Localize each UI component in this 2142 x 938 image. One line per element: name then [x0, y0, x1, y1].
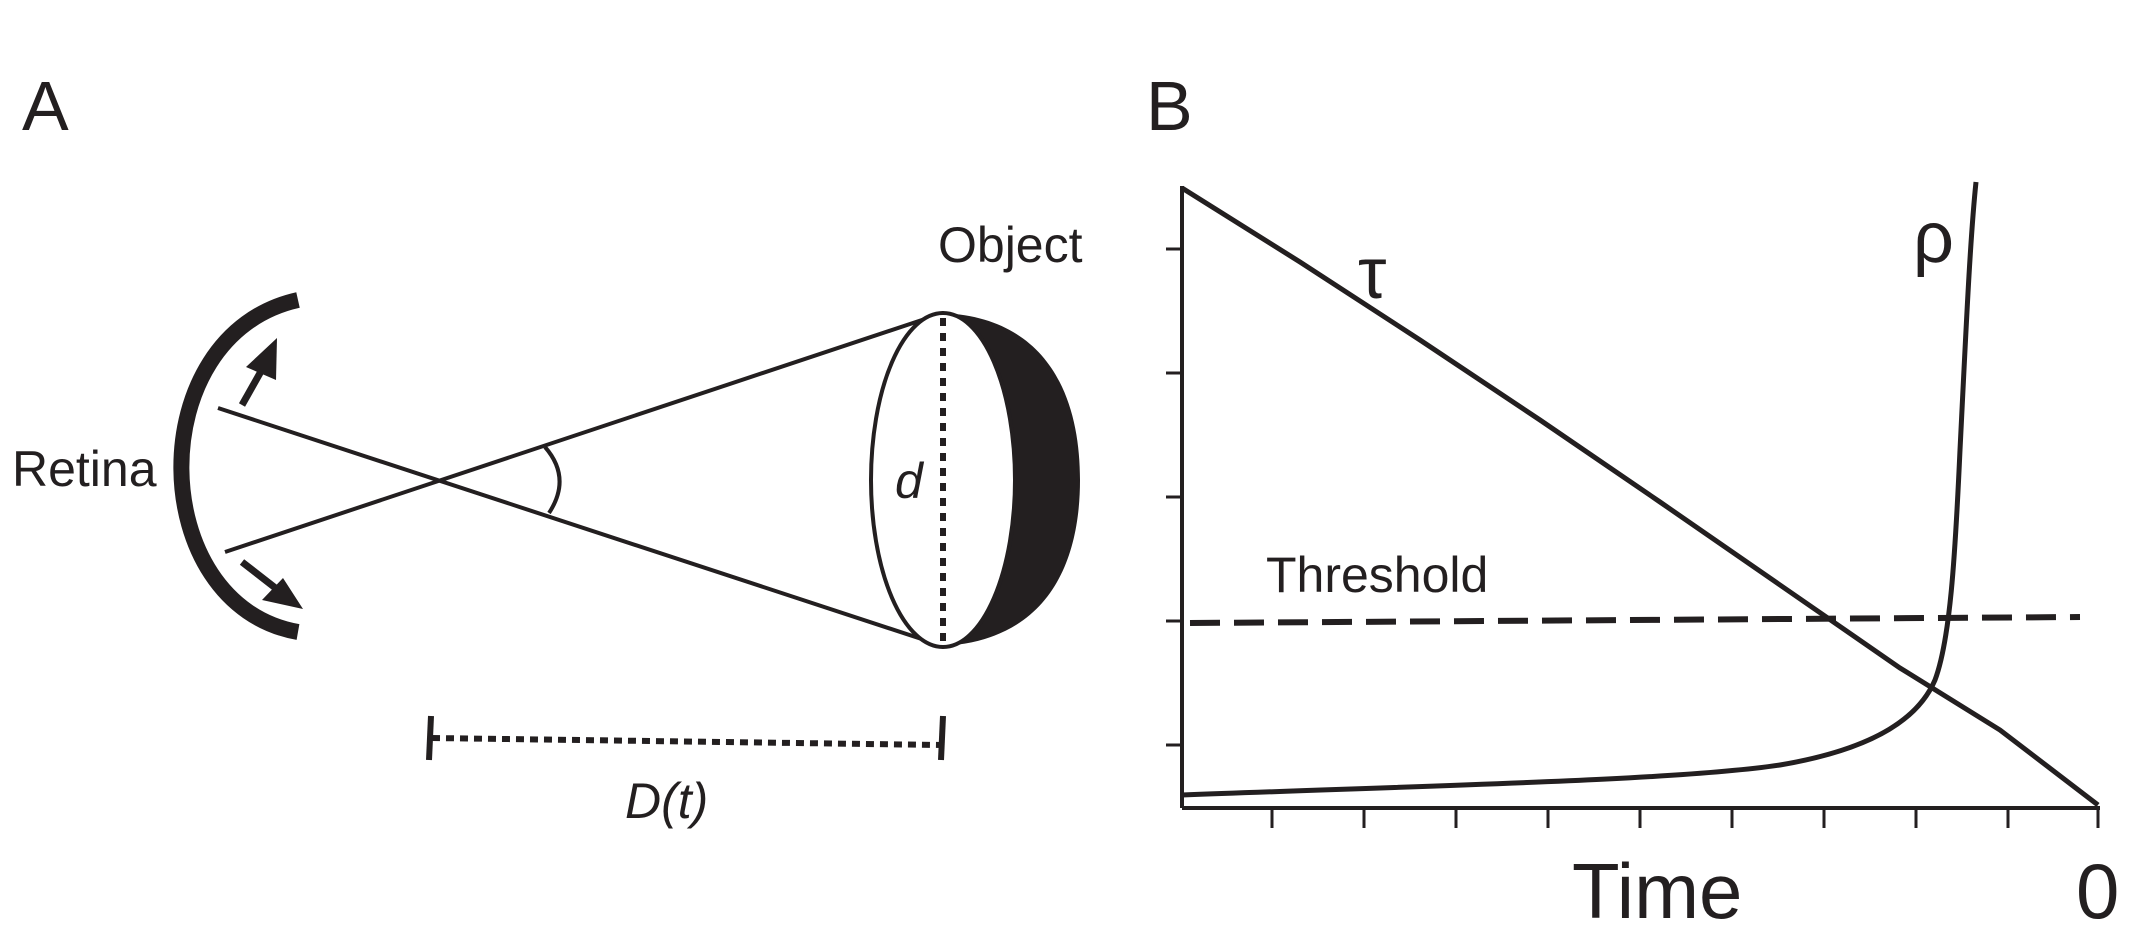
x-ticks	[1270, 808, 2100, 828]
distance-bar	[426, 715, 946, 761]
rho-label: ρ	[1913, 198, 1954, 278]
rho-curve	[1181, 181, 1979, 798]
y-ticks	[1166, 247, 1182, 747]
threshold-label: Threshold	[1266, 547, 1488, 603]
panel-b: B τ	[1146, 67, 2119, 935]
x-axis-label: Time	[1572, 847, 1742, 935]
x-axis-zero-label: 0	[2076, 847, 2119, 935]
retina-label: Retina	[12, 441, 157, 497]
lower-ray	[224, 311, 944, 554]
diameter-label: d	[895, 453, 925, 509]
visual-angle-arc	[543, 445, 562, 515]
object-sphere	[869, 311, 1080, 649]
upper-ray	[217, 406, 944, 648]
tau-label: τ	[1358, 234, 1386, 314]
retina-arc	[173, 292, 300, 640]
object-label: Object	[938, 217, 1083, 273]
distance-label: D(t)	[625, 773, 708, 829]
lower-arrow	[239, 559, 303, 609]
object-face	[869, 311, 1017, 649]
tau-curve	[1180, 185, 2100, 807]
threshold-line	[1189, 614, 2081, 626]
upper-arrow	[238, 338, 277, 407]
panel-a: A Retina d Object	[12, 67, 1083, 829]
panel-b-label: B	[1146, 67, 1193, 145]
panel-a-label: A	[22, 67, 69, 145]
